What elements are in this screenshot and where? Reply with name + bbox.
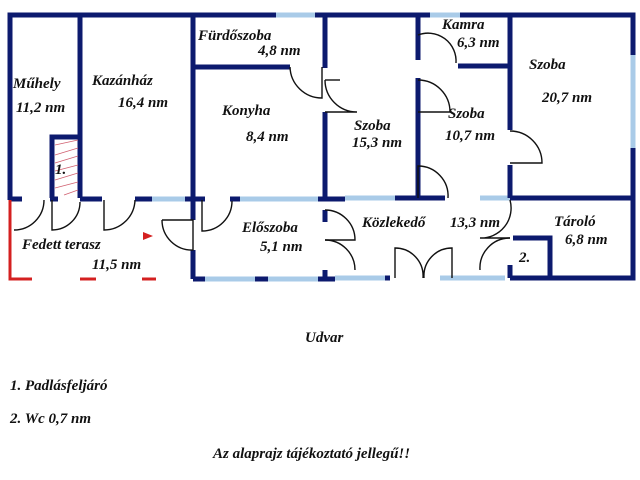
room-kozlekedo-area: 13,3 nm (450, 215, 500, 231)
room-kazanhaz-area: 16,4 nm (118, 95, 168, 111)
marker-wc: 2. (518, 250, 530, 266)
room-tarolo-name: Tároló (554, 214, 596, 230)
door-swings (13, 32, 543, 279)
room-szoba3-area: 20,7 nm (541, 90, 592, 106)
room-konyha-name: Konyha (221, 103, 271, 119)
room-tarolo-area: 6,8 nm (565, 232, 608, 248)
attic-stair-hatch (54, 139, 79, 196)
room-furdoszoba-name: Fürdőszoba (197, 28, 272, 44)
disclaimer: Az alaprajz tájékoztató jellegű!! (213, 446, 411, 462)
room-szoba2-name: Szoba (448, 106, 485, 122)
marker-attic-stair: 1. (55, 162, 66, 178)
room-szoba1-name: Szoba (354, 118, 391, 134)
legend-item-1: 1. Padlásfeljáró (10, 378, 108, 394)
windows (152, 12, 636, 282)
room-kamra-area: 6,3 nm (457, 35, 500, 51)
room-szoba3-name: Szoba (529, 57, 566, 73)
legend-item-2: 2. Wc 0,7 nm (10, 411, 91, 427)
room-muhely-area: 11,2 nm (16, 100, 65, 116)
room-terasz-name: Fedett terasz (21, 237, 101, 253)
room-eloszoba-name: Előszoba (241, 220, 298, 236)
room-kazanhaz-name: Kazánház (91, 73, 153, 89)
terrace-outline (8, 200, 156, 281)
room-kozlekedo-name: Közlekedő (361, 215, 427, 231)
room-szoba1-area: 15,3 nm (352, 135, 402, 151)
room-konyha-area: 8,4 nm (246, 129, 289, 145)
room-muhely-name: Műhely (12, 76, 61, 92)
entrance-arrow-icon (143, 232, 153, 240)
room-furdoszoba-area: 4,8 nm (257, 43, 301, 59)
room-kamra-name: Kamra (441, 17, 485, 33)
room-terasz-area: 11,5 nm (92, 257, 141, 273)
room-eloszoba-area: 5,1 nm (260, 239, 303, 255)
floor-plan: Műhely 11,2 nm Kazánház 16,4 nm Fürdőszo… (7, 12, 636, 282)
walls (7, 12, 636, 282)
room-szoba2-area: 10,7 nm (445, 128, 495, 144)
courtyard-label: Udvar (305, 330, 344, 346)
